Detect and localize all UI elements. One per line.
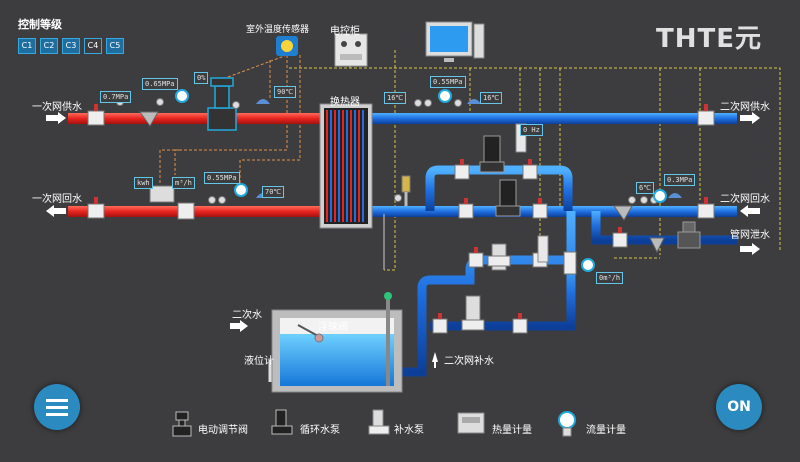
heat-exchanger-label: 换热器 (330, 97, 360, 108)
makeup-water-label: 二次网补水 (444, 356, 494, 367)
transmitters (175, 89, 667, 203)
reading-pump-freq: 0 Hz (520, 124, 543, 136)
filter-secondary (613, 205, 633, 221)
reading-valve-open: 0% (194, 72, 209, 84)
control-level-title: 控制等级 (18, 18, 62, 31)
outdoor-sensor (276, 36, 298, 56)
control-cabinet-label: 电控柜 (330, 26, 360, 37)
secondary-return-label: 二次网回水 (720, 194, 770, 205)
legend-label-flow-meter: 流量计量 (586, 425, 626, 436)
flow-meter-primary-return (177, 202, 195, 220)
circulation-pump-2[interactable] (495, 179, 521, 217)
heat-meter-icon (457, 412, 485, 434)
legend-label-control-valve: 电动调节阀 (198, 425, 248, 436)
reading-s-return-temp: 6℃ (636, 182, 655, 194)
reading-s-return-press: 0.3MPa (664, 174, 696, 186)
reading-s-supply-temp-a: 16℃ (384, 92, 407, 104)
primary-supply-pipe (68, 113, 320, 124)
outdoor-sensor-label: 室外温度传感器 (246, 25, 310, 35)
level-button-c2[interactable]: C2 (40, 38, 58, 54)
makeup-pump-icon (368, 409, 390, 435)
reading-p1-return-flow: m³/h (172, 177, 195, 189)
on-button-label: ON (727, 399, 751, 415)
level-gauge-label: 液位计 (244, 356, 274, 367)
makeup-pump-1[interactable] (487, 243, 511, 271)
reading-p1-supply-press-b: 0.65MPa (142, 78, 178, 90)
water-tank (271, 292, 403, 393)
reading-s-supply-press: 0.55MPa (430, 76, 466, 88)
makeup-pump-2[interactable] (461, 295, 485, 331)
legend-icons (172, 409, 576, 437)
control-cabinet-box (334, 33, 368, 67)
reading-p1-return-press: 0.55MPa (204, 172, 240, 184)
primary-return-label: 一次网回水 (32, 194, 82, 205)
brand-logo: THTE元 (656, 24, 762, 54)
reading-p1-supply-temp: 90℃ (274, 86, 297, 98)
legend-label-heat-meter: 热量计量 (492, 425, 532, 436)
circulation-pump-1[interactable] (479, 135, 505, 173)
level-button-c1[interactable]: C1 (18, 38, 36, 54)
secondary-supply-label: 二次网供水 (720, 102, 770, 113)
menu-button[interactable] (34, 384, 80, 430)
reading-p1-return-temp: 70℃ (262, 186, 285, 198)
primary-supply-label: 一次网供水 (32, 102, 82, 113)
flow-meter-makeup (563, 251, 595, 275)
level-button-c4[interactable]: C4 (84, 38, 102, 54)
legend-label-makeup-pump: 补水泵 (394, 425, 424, 436)
legend-label-circulation-pump: 循环水泵 (300, 425, 340, 436)
reading-p1-supply-press-a: 0.7MPa (100, 91, 132, 103)
hamburger-menu-icon (46, 399, 68, 416)
flow-arrows (46, 112, 760, 368)
level-button-c5[interactable]: C5 (106, 38, 124, 54)
float-valve-label: 浮球阀 (318, 322, 348, 333)
flow-meter-icon (558, 411, 576, 437)
secondary-water-label: 二次水 (232, 310, 262, 321)
secondary-supply-pipe (372, 113, 737, 124)
drain-label: 管网泄水 (730, 230, 770, 241)
filter-drain (649, 237, 665, 254)
gate-valves[interactable] (87, 104, 715, 334)
drain-valve[interactable] (677, 221, 701, 249)
reading-s-supply-temp-b: 16℃ (480, 92, 503, 104)
filter-primary (139, 111, 159, 127)
heat-exchanger (319, 103, 373, 229)
secondary-return-pipe (372, 206, 737, 217)
signal-lines-orange (159, 54, 301, 185)
reading-makeup-flow: 0m³/h (596, 272, 624, 284)
safety-valve (401, 175, 411, 206)
level-button-c3[interactable]: C3 (62, 38, 80, 54)
reading-p1-return-heat: kwh (134, 177, 153, 189)
computer-monitor-icon (425, 21, 485, 62)
electric-control-valve-icon (172, 411, 192, 437)
inverter-2 (537, 235, 549, 263)
electric-control-valve[interactable] (207, 77, 237, 131)
heat-meter (149, 185, 175, 203)
on-button[interactable]: ON (716, 384, 762, 430)
circulation-pump-icon (271, 409, 293, 435)
pressure-gauges (116, 98, 658, 204)
